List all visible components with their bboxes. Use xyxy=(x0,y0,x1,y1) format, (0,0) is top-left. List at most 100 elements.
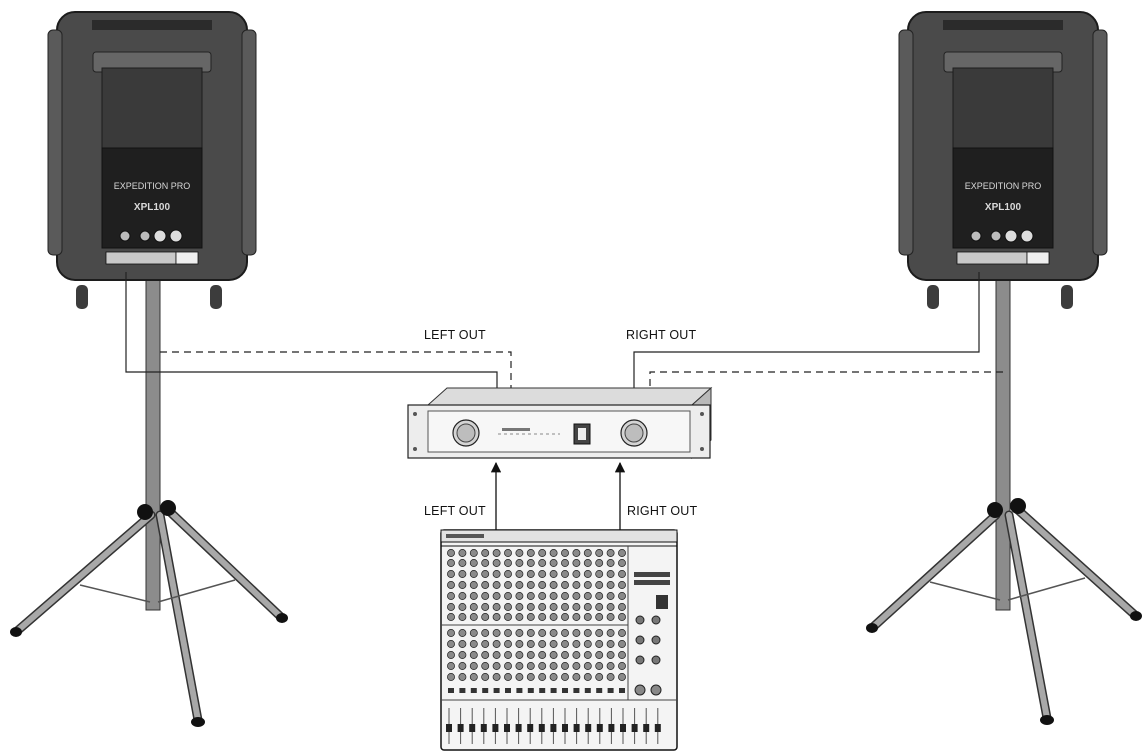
mixer-knob xyxy=(549,640,558,648)
mixer-knob xyxy=(504,629,512,637)
mixer-knob xyxy=(618,581,626,589)
mixer-knob xyxy=(572,592,581,600)
mixer-knob xyxy=(583,662,592,670)
mixer-knob xyxy=(469,559,478,567)
mixer-mute-button xyxy=(619,688,625,693)
mixer-knob xyxy=(595,640,604,648)
mixer-knob xyxy=(526,613,535,621)
mixer-fader-cap xyxy=(492,724,499,732)
mixer-knob xyxy=(481,651,490,659)
mixer-knob xyxy=(595,570,604,578)
mixer-knob xyxy=(618,640,626,648)
mixer-knob xyxy=(526,559,535,567)
mixer-knob xyxy=(458,581,467,589)
mixer-mute-button xyxy=(562,688,568,693)
mixer-knob xyxy=(504,603,512,611)
mixer-knob xyxy=(481,629,490,637)
mixer-knob xyxy=(458,592,467,600)
mixer-knob xyxy=(481,603,490,611)
mixer-knob xyxy=(515,613,524,621)
mixer-knob xyxy=(561,581,569,589)
mixer-knob xyxy=(618,603,626,611)
left-speaker-assembly: EXPEDITION PRO XPL100 xyxy=(10,11,288,727)
mixer-mute-button xyxy=(607,688,614,693)
mixer-knob xyxy=(526,640,535,648)
mixer-knob xyxy=(492,662,501,670)
mixer-knob xyxy=(595,673,604,681)
mixer-knob xyxy=(481,549,490,557)
mixer-knob xyxy=(458,662,467,670)
mixer-knob xyxy=(538,559,547,567)
mixer-knob xyxy=(447,592,455,600)
mixer-knob xyxy=(526,570,535,578)
mixer-knob xyxy=(538,613,547,621)
left-speaker-cable-dashed xyxy=(160,351,512,392)
mixer-knob xyxy=(549,570,558,578)
mixer-knob xyxy=(549,592,558,600)
mixer-knob xyxy=(447,673,455,681)
mixer-fader-cap xyxy=(654,724,661,732)
mixer-knob xyxy=(561,603,569,611)
mixer-mute-button xyxy=(527,688,534,693)
mixer-knob xyxy=(538,673,547,681)
mixer-knob xyxy=(458,549,467,557)
mixer-knob xyxy=(469,651,478,659)
mixer-knob xyxy=(447,613,455,621)
mixer-fader-cap xyxy=(643,724,650,732)
mixer-knob xyxy=(549,603,558,611)
mixer-fader-cap xyxy=(585,724,592,732)
right-speaker-cabinet: EXPEDITION PRO XPL100 xyxy=(898,11,1108,309)
mixer-knob xyxy=(572,613,581,621)
mixer-knob xyxy=(492,570,501,578)
mixer-fader-cap xyxy=(515,724,522,732)
mixer-knob xyxy=(618,629,626,637)
mixer-mute-button xyxy=(505,688,511,693)
mixer-knob xyxy=(538,570,547,578)
mixer-knob xyxy=(606,651,615,659)
mixer-knob xyxy=(618,549,626,557)
mixer-knob xyxy=(538,662,547,670)
mixer-knob xyxy=(447,629,455,637)
mixer-knob xyxy=(549,549,558,557)
mixer-knob xyxy=(606,570,615,578)
mixer-knob xyxy=(458,640,467,648)
mixer-fader-cap xyxy=(538,724,545,732)
mixer-knob xyxy=(572,651,581,659)
mixer-knob xyxy=(515,640,524,648)
mixer-knob xyxy=(618,673,626,681)
mixer-knob xyxy=(481,559,490,567)
mixer-channel-faders xyxy=(446,708,661,744)
mixer-knob xyxy=(458,570,467,578)
mixer-knob xyxy=(561,673,569,681)
mixer-knob xyxy=(618,651,626,659)
mixer-knob xyxy=(492,629,501,637)
right-speaker-assembly: EXPEDITION PRO XPL100 xyxy=(866,11,1142,725)
speaker-cables xyxy=(125,272,1003,392)
mixer-knob xyxy=(481,662,490,670)
mixer-knob xyxy=(583,651,592,659)
mixer-knob xyxy=(504,592,512,600)
mixer-fader-cap xyxy=(620,724,626,732)
mixer-knob xyxy=(583,613,592,621)
mixer-knob xyxy=(549,559,558,567)
mixer-knob xyxy=(595,603,604,611)
mixer-knob xyxy=(583,559,592,567)
mixer-knob xyxy=(515,581,524,589)
mixer-knob xyxy=(504,559,512,567)
mixer-knob xyxy=(549,651,558,659)
mixer-fader-cap xyxy=(596,724,603,732)
mixer-knob xyxy=(595,549,604,557)
mixer-knob xyxy=(606,559,615,567)
mixer-knob xyxy=(469,662,478,670)
mixer-knob xyxy=(515,592,524,600)
mixer-knob xyxy=(538,549,547,557)
mixer-knob xyxy=(492,673,501,681)
mixer-knob xyxy=(538,592,547,600)
mixer-knob xyxy=(606,581,615,589)
mixer-knob xyxy=(504,640,512,648)
mixer-knob xyxy=(572,629,581,637)
mixer-knob xyxy=(606,613,615,621)
mixer-knob xyxy=(526,673,535,681)
mixer-knob xyxy=(504,549,512,557)
mixer-fader-cap xyxy=(562,724,568,732)
